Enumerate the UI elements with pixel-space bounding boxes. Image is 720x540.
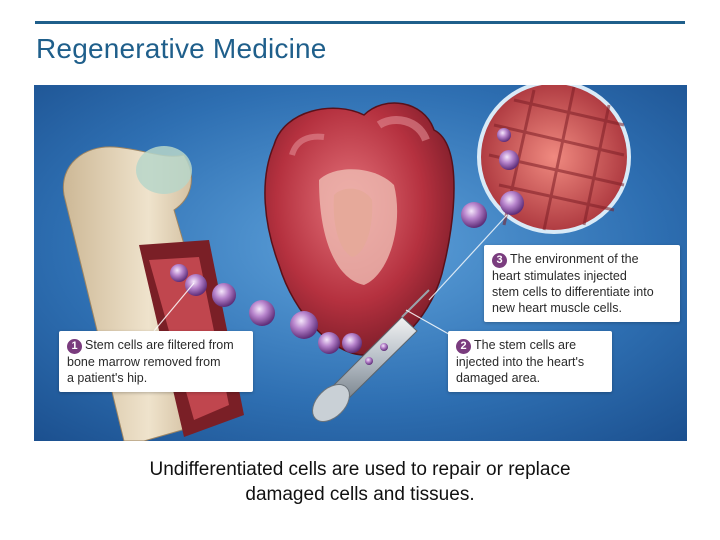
stem-cell <box>249 300 275 326</box>
stem-cell <box>170 264 188 282</box>
stem-cell <box>500 191 524 215</box>
step-number-badge: 3 <box>492 253 507 268</box>
slide-caption: Undifferentiated cells are used to repai… <box>0 457 720 507</box>
callout-line: new heart muscle cells. <box>492 300 672 316</box>
slide-title: Regenerative Medicine <box>36 33 327 65</box>
callout-line: heart stimulates injected <box>492 268 672 284</box>
stem-cell <box>499 150 519 170</box>
step-number-badge: 2 <box>456 339 471 354</box>
callout-line: injected into the heart's <box>456 354 604 370</box>
stem-cell <box>290 311 318 339</box>
stem-cell <box>318 332 340 354</box>
callout-line: a patient's hip. <box>67 370 245 386</box>
stem-cell <box>461 202 487 228</box>
stem-cell <box>497 128 511 142</box>
stem-cell <box>185 274 207 296</box>
callout-line: stem cells to differentiate into <box>492 284 672 300</box>
callout-line: bone marrow removed from <box>67 354 245 370</box>
caption-line: damaged cells and tissues. <box>0 482 720 507</box>
step-number-badge: 1 <box>67 339 82 354</box>
title-rule <box>35 21 685 24</box>
callout-line: damaged area. <box>456 370 604 386</box>
stem-cell <box>342 333 362 353</box>
stem-cell <box>212 283 236 307</box>
caption-line: Undifferentiated cells are used to repai… <box>0 457 720 482</box>
